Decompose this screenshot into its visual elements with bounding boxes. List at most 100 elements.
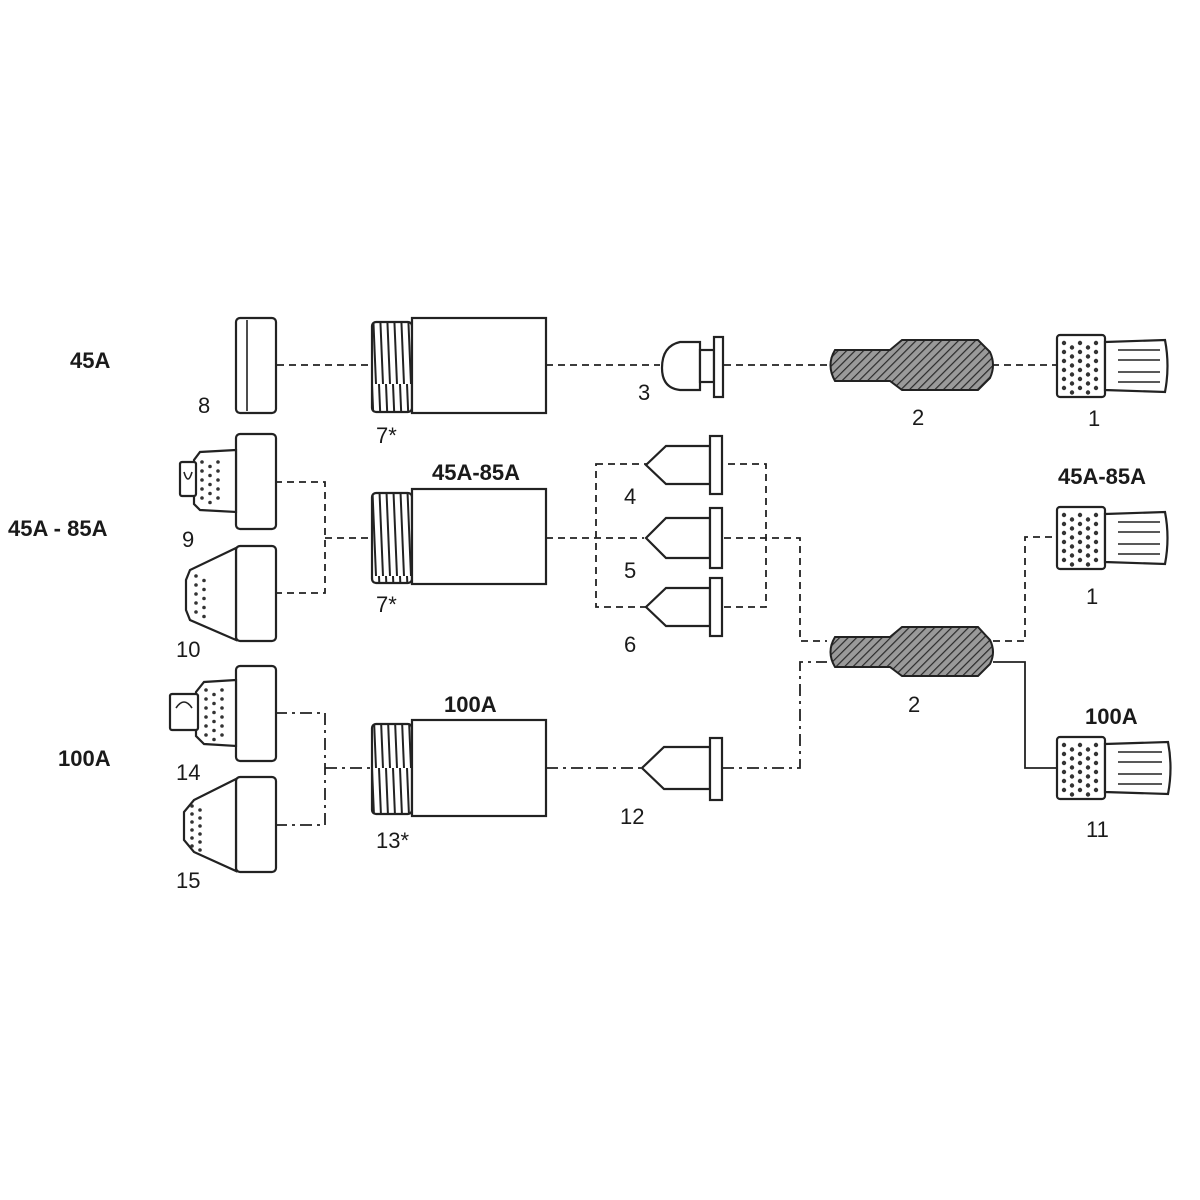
- hole-dot: [1077, 512, 1083, 518]
- hole-dot: [1061, 751, 1067, 757]
- drag-shield-9-holes: [200, 460, 220, 505]
- hole-dot: [202, 596, 206, 601]
- hole-dot: [1069, 363, 1075, 368]
- hole-dot: [1093, 548, 1099, 554]
- hole-dot: [1077, 548, 1083, 554]
- hole-dot: [1077, 539, 1083, 545]
- hole-dot: [1061, 349, 1067, 355]
- hole-dot: [200, 469, 204, 473]
- hole-dot: [1069, 345, 1075, 350]
- hole-dot: [1061, 367, 1067, 373]
- deflector-shield-15-holes: [190, 804, 202, 852]
- row-label-100a: 100A: [58, 746, 111, 771]
- hole-dot: [1085, 756, 1091, 761]
- hole-dot: [212, 719, 216, 724]
- hole-dot: [220, 724, 224, 728]
- hole-dot: [1069, 544, 1075, 549]
- electrode-1-top: [1055, 333, 1169, 399]
- hole-dot: [190, 820, 194, 824]
- hole-dot: [212, 737, 216, 742]
- retaining-cup-7-top: [370, 316, 548, 415]
- hole-dot: [1093, 358, 1099, 364]
- header-body-100a: 100A: [444, 692, 497, 717]
- header-body-45a-85a: 45A-85A: [432, 460, 520, 485]
- hole-dot: [1061, 358, 1067, 364]
- hole-dot: [1085, 372, 1091, 377]
- hole-dot: [198, 808, 202, 812]
- hole-dot: [1093, 760, 1099, 766]
- hole-dot: [194, 574, 198, 578]
- hole-dot: [204, 697, 208, 701]
- hole-dot: [1077, 760, 1083, 766]
- hole-dot: [1077, 778, 1083, 784]
- hole-dot: [190, 844, 194, 848]
- header-electrode-45a-85a: 45A-85A: [1058, 464, 1146, 489]
- swirl-ring-2-top: [829, 339, 994, 391]
- hole-dot: [216, 460, 220, 464]
- nozzle-3: [660, 335, 725, 399]
- hole-dot: [1093, 367, 1099, 373]
- hole-dot: [1069, 765, 1075, 770]
- hole-dot: [1061, 385, 1067, 391]
- hole-dot: [1069, 390, 1075, 395]
- hole-dot: [212, 692, 216, 697]
- electrode-11-holes: [1061, 742, 1099, 797]
- hole-dot: [202, 587, 206, 592]
- hole-dot: [1069, 792, 1075, 797]
- hole-dot: [1093, 376, 1099, 382]
- part-label-3: 3: [638, 380, 650, 405]
- part-label-9: 9: [182, 527, 194, 552]
- hole-dot: [200, 478, 204, 482]
- nozzle-6: [644, 576, 724, 638]
- hole-dot: [212, 710, 216, 715]
- hole-dot: [198, 824, 202, 828]
- hole-dot: [194, 592, 198, 596]
- hole-dot: [204, 706, 208, 710]
- hole-dot: [198, 840, 202, 844]
- hole-dot: [1069, 372, 1075, 377]
- hole-dot: [1093, 557, 1099, 563]
- hole-dot: [216, 496, 220, 500]
- part-label-8: 8: [198, 393, 210, 418]
- hole-dot: [1093, 521, 1099, 527]
- hole-dot: [220, 733, 224, 737]
- hole-dot: [208, 491, 212, 496]
- hole-dot: [1085, 747, 1091, 752]
- hole-dot: [208, 464, 212, 469]
- part-label-13: 13*: [376, 828, 409, 853]
- part-label-10: 10: [176, 637, 200, 662]
- hole-dot: [1085, 765, 1091, 770]
- hole-dot: [202, 614, 206, 619]
- drag-shield-14: [168, 664, 278, 763]
- hole-dot: [194, 610, 198, 614]
- hole-dot: [1085, 535, 1091, 540]
- connector-row-100a: [275, 661, 1057, 826]
- nozzle-4: [644, 434, 724, 496]
- hole-dot: [208, 473, 212, 478]
- hole-dot: [1093, 742, 1099, 748]
- hole-dot: [1077, 340, 1083, 346]
- deflector-shield-10: [184, 544, 278, 643]
- hole-dot: [1077, 367, 1083, 373]
- hole-dot: [1085, 792, 1091, 797]
- hole-dot: [1061, 521, 1067, 527]
- hole-dot: [220, 697, 224, 701]
- hole-dot: [216, 487, 220, 491]
- hole-dot: [1077, 769, 1083, 775]
- retaining-cup-13: [370, 718, 548, 818]
- hole-dot: [194, 583, 198, 587]
- hole-dot: [204, 715, 208, 719]
- hole-dot: [1069, 354, 1075, 359]
- hole-dot: [1061, 742, 1067, 748]
- part-label-12: 12: [620, 804, 644, 829]
- hole-dot: [190, 836, 194, 840]
- electrode-holes: [1061, 340, 1099, 395]
- hole-dot: [204, 688, 208, 692]
- hole-dot: [212, 728, 216, 733]
- shield-cap-8: [234, 316, 278, 415]
- hole-dot: [198, 832, 202, 836]
- row-label-45a-85a: 45A - 85A: [8, 516, 108, 541]
- hole-dot: [1093, 349, 1099, 355]
- hole-dot: [1085, 526, 1091, 531]
